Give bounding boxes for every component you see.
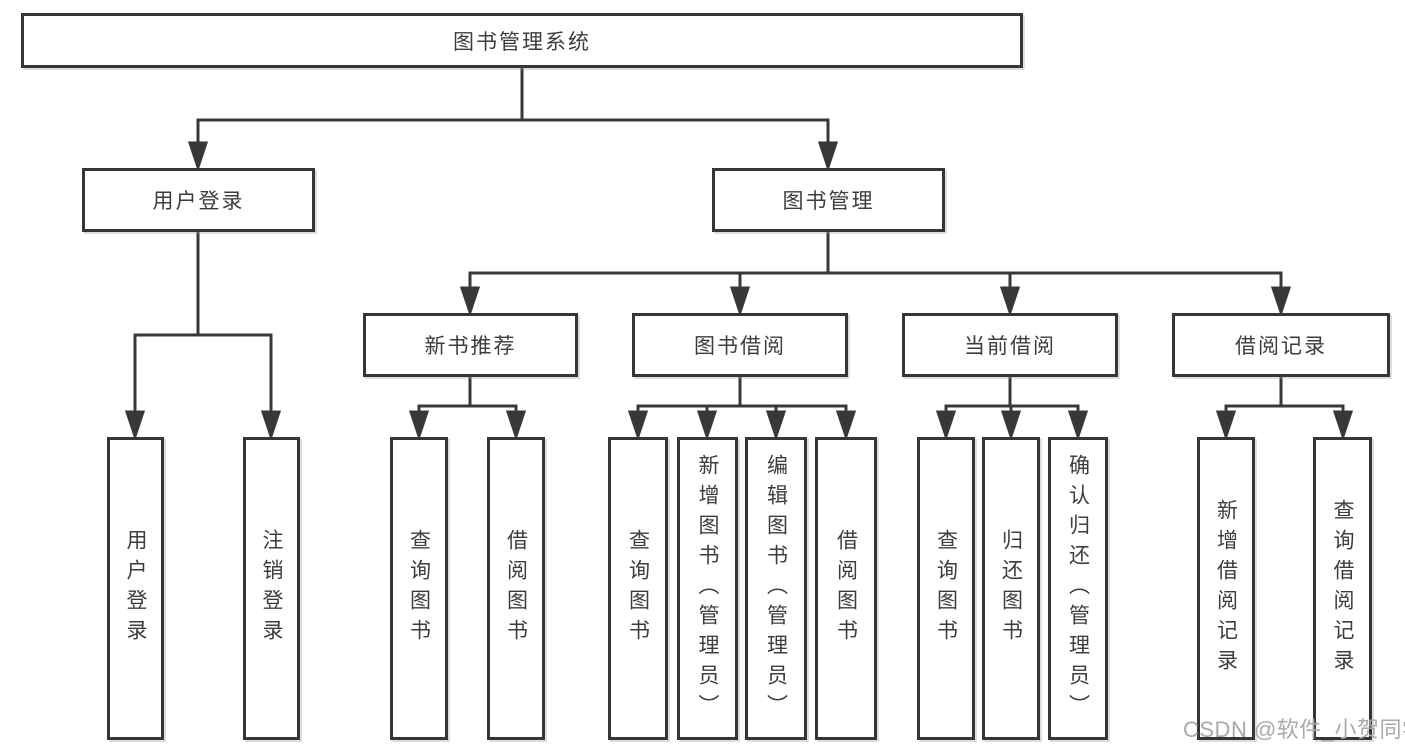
node-new-book-recommend: 新书推荐 bbox=[363, 313, 578, 377]
watermark: CSDN @软件_小贺同学 bbox=[1183, 717, 1405, 742]
node-newrec-query-books: 查询图书 bbox=[390, 437, 448, 740]
node-book-borrow: 图书借阅 bbox=[632, 313, 848, 377]
node-book-management: 图书管理 bbox=[712, 168, 945, 232]
node-user-login: 用户登录 bbox=[82, 168, 315, 232]
node-return-books: 归还图书 bbox=[982, 437, 1040, 740]
node-user-login-action: 用户登录 bbox=[107, 437, 164, 740]
connector-bookmgmt-to-level3 bbox=[459, 232, 1292, 317]
node-root-library-system: 图书管理系统 bbox=[21, 13, 1023, 68]
node-edit-books-admin: 编辑图书（管理员） bbox=[745, 437, 807, 740]
node-add-borrow-record: 新增借阅记录 bbox=[1197, 437, 1255, 740]
node-query-borrow-record: 查询借阅记录 bbox=[1313, 437, 1372, 740]
node-current-borrow: 当前借阅 bbox=[902, 313, 1118, 377]
node-confirm-return-admin: 确认归还（管理员） bbox=[1048, 437, 1108, 740]
node-borrow-records: 借阅记录 bbox=[1172, 313, 1390, 377]
connector-root-to-level2 bbox=[187, 68, 839, 172]
connector-borrowrecords-to-children bbox=[1215, 377, 1354, 441]
node-logout-action: 注销登录 bbox=[243, 437, 300, 740]
node-current-query-books: 查询图书 bbox=[917, 437, 975, 740]
connector-bookborrow-to-children bbox=[627, 377, 857, 441]
connector-newbooks-to-children bbox=[408, 377, 527, 441]
connector-currentborrow-to-children bbox=[935, 377, 1089, 441]
connector-userlogin-to-children bbox=[124, 232, 282, 441]
node-borrow-books-action: 借阅图书 bbox=[815, 437, 877, 740]
node-newrec-borrow-books: 借阅图书 bbox=[487, 437, 545, 740]
node-add-books-admin: 新增图书（管理员） bbox=[677, 437, 738, 740]
node-borrow-query-books: 查询图书 bbox=[608, 437, 668, 740]
